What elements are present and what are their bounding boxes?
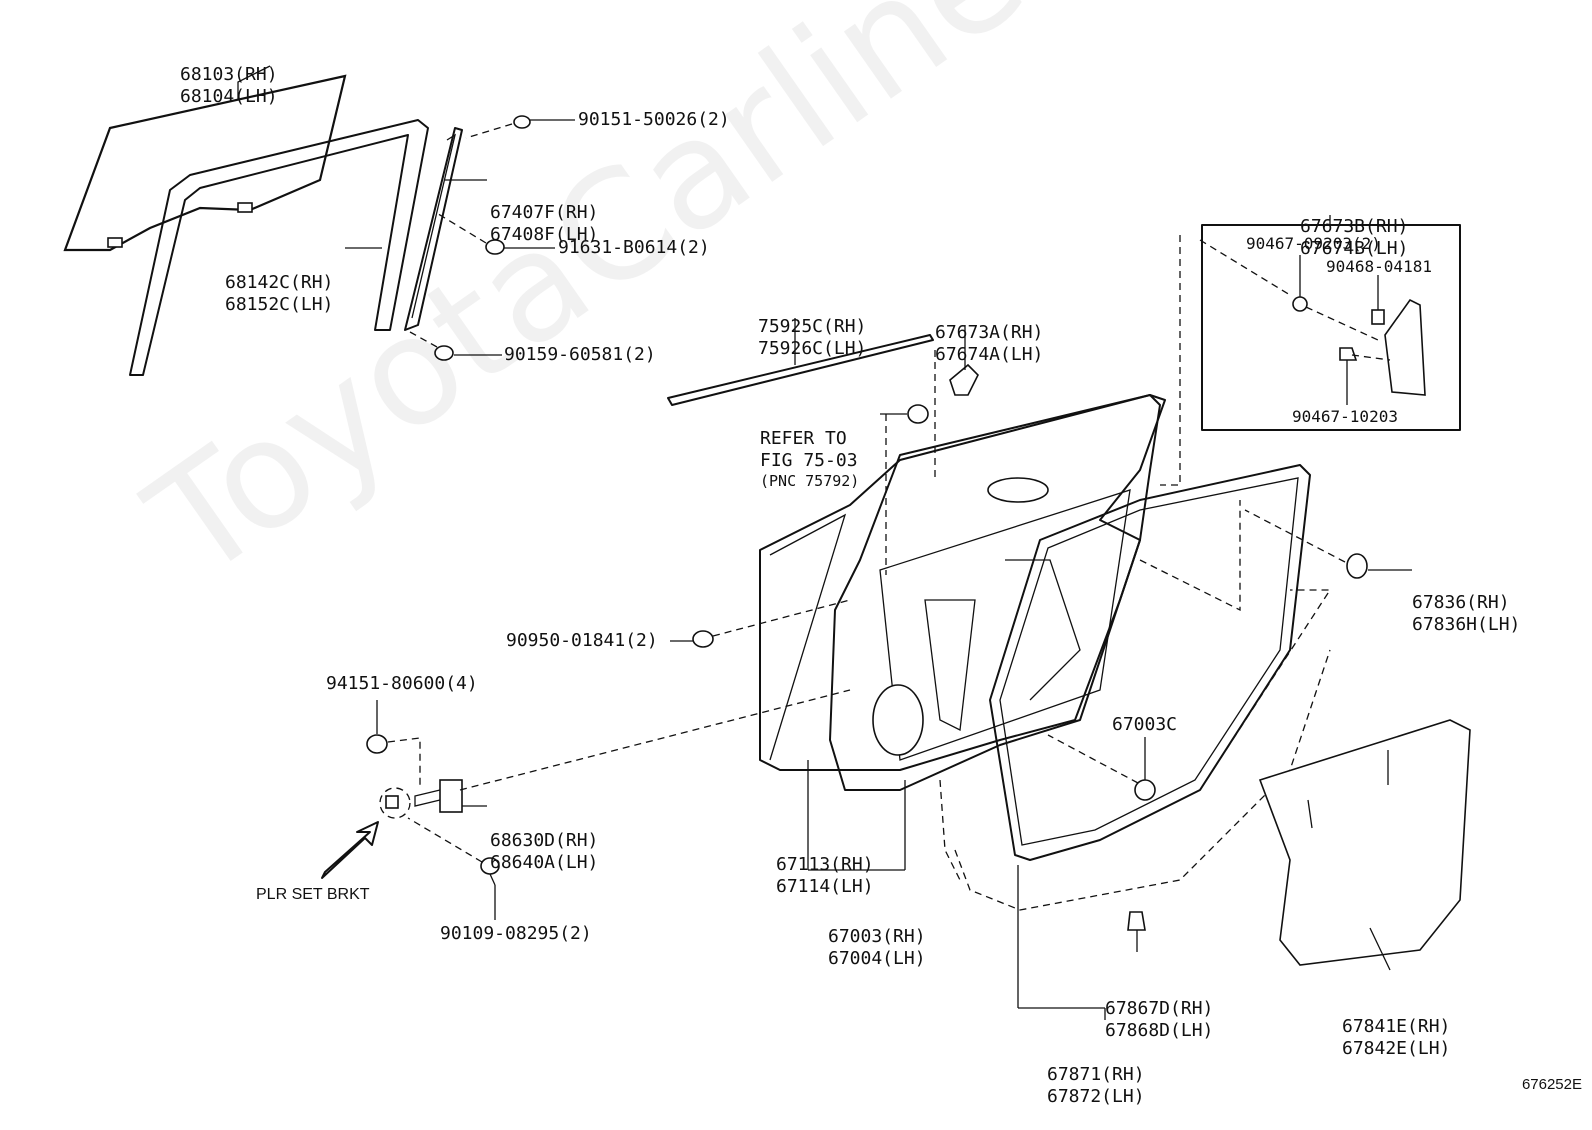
label-glass: 68103(RH)68104(LH)	[180, 64, 278, 107]
inner-door-panel	[829, 394, 1161, 791]
rear-channel-drawing	[404, 127, 487, 331]
screw-top	[465, 115, 575, 139]
label-box-clip2: 90467-10203	[1292, 407, 1398, 426]
label-bolt-91631: 91631-B0614(2)	[558, 237, 710, 258]
bolt-91631	[434, 211, 555, 255]
label-hole-plug: 67836(RH)67836H(LH)	[1412, 592, 1521, 635]
plug-67003c	[1047, 734, 1156, 801]
weatherstrip-drawing	[939, 464, 1332, 1020]
hinge-drawing	[379, 689, 851, 819]
seal-b-box	[1160, 215, 1461, 486]
label-plr: PLR SET BRKT	[256, 886, 370, 903]
clip-67867	[1127, 911, 1146, 952]
label-door-assy: 67003(RH)67004(LH)	[828, 926, 926, 969]
nut-94151	[366, 700, 421, 785]
bolt-90109	[407, 817, 500, 920]
label-channel-rear: 67407F(RH)67408F(LH)	[490, 202, 599, 245]
parts-diagram	[63, 65, 1471, 1020]
hole-plug-drawing	[1244, 509, 1412, 579]
label-seal-b: 67673B(RH)67674B(LH)	[1300, 216, 1409, 259]
label-panel: 67113(RH)67114(LH)	[776, 854, 874, 897]
label-plug-90950: 90950-01841(2)	[506, 630, 658, 651]
plug-90950	[670, 599, 851, 648]
label-run-channel: 68142C(RH)68152C(LH)	[225, 272, 334, 315]
seal-a-drawing	[934, 325, 979, 478]
label-hinge: 68630D(RH)68640A(LH)	[490, 830, 599, 873]
label-hole-cover: 67841E(RH)67842E(LH)	[1342, 1016, 1451, 1059]
label-box-screw: 90467-09203(2)	[1246, 234, 1381, 253]
label-clip-67867: 67867D(RH)67868D(LH)	[1105, 998, 1214, 1041]
refer-plug	[880, 404, 929, 575]
label-screw-top: 90151-50026(2)	[578, 109, 730, 130]
label-nut-94151: 94151-80600(4)	[326, 673, 478, 694]
label-weatherstrip: 67871(RH)67872(LH)	[1047, 1064, 1145, 1107]
label-bolt-90109: 90109-08295(2)	[440, 923, 592, 944]
label-clip-90159: 90159-60581(2)	[504, 344, 656, 365]
label-belt-moulding: 75925C(RH)75926C(LH)	[758, 316, 867, 359]
label-plug-c: 67003C	[1112, 714, 1178, 735]
figure-code: 676252E	[1521, 1076, 1582, 1093]
plr-arrow	[321, 821, 379, 879]
hole-cover-drawing	[1258, 719, 1471, 971]
run-channel-drawing	[129, 119, 429, 376]
label-box-clip: 90468-04181	[1326, 257, 1432, 276]
label-seal-a: 67673A(RH)67674A(LH)	[935, 322, 1044, 365]
clip-90159	[409, 331, 502, 361]
door-glass-drawing	[63, 65, 347, 252]
belt-moulding-drawing	[667, 318, 934, 406]
